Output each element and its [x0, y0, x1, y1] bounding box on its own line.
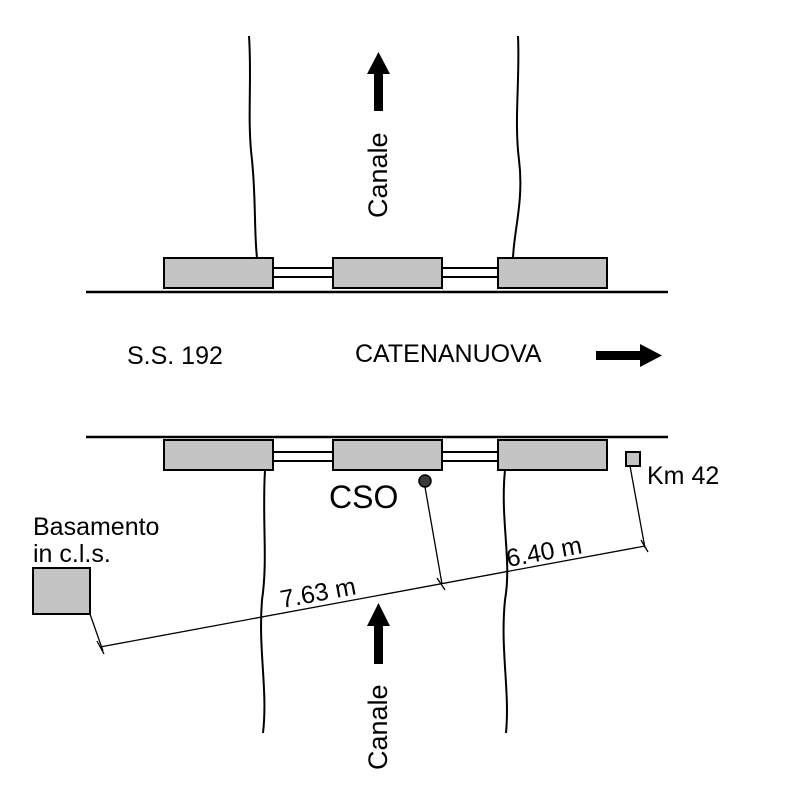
dimension-line-main [99, 545, 646, 648]
leader-cso [424, 486, 443, 585]
bridge-bottom [163, 439, 608, 471]
leader-km [629, 465, 646, 549]
tick-mark [640, 539, 649, 553]
road-name: S.S. 192 [127, 342, 223, 370]
canal-bank-top-left [248, 35, 258, 259]
tick-mark [436, 577, 446, 591]
bridge-deck-block [163, 257, 274, 289]
bridge-deck-block [332, 439, 443, 471]
distance-left-label: 7.63 m [278, 572, 358, 613]
canal-bank-bottom-left [260, 469, 266, 734]
arrow-right-icon [596, 344, 662, 367]
basamento-block [32, 567, 91, 615]
basamento-label-line2: in c.l.s. [33, 540, 111, 568]
canal-bottom-label: Canale [363, 684, 393, 770]
canal-top-label: Canale [363, 132, 393, 218]
bridge-deck-block [332, 257, 443, 289]
km-marker-label: Km 42 [647, 462, 719, 490]
canal-bank-top-right [512, 35, 522, 259]
cso-marker [418, 474, 432, 488]
bridge-deck-block [497, 257, 608, 289]
km-marker-box [625, 451, 641, 467]
bridge-deck-block [163, 439, 274, 471]
canal-top-label-group: Canale [363, 52, 393, 218]
basamento-label-line1: Basamento [33, 513, 159, 541]
arrow-up-icon [367, 603, 390, 664]
canal-bank-bottom-right [502, 469, 509, 734]
destination-label: CATENANUOVA [355, 340, 542, 368]
canal-bottom-label-group: Canale [363, 603, 393, 770]
arrow-up-icon [367, 52, 390, 111]
bridge-deck-block [497, 439, 608, 471]
distance-right-label: 6.40 m [504, 531, 584, 572]
leader-basamento [89, 613, 104, 652]
tick-mark [96, 640, 105, 655]
dimension-lines [89, 465, 649, 655]
bridge-top [163, 257, 608, 289]
cso-label: CSO [329, 479, 398, 515]
